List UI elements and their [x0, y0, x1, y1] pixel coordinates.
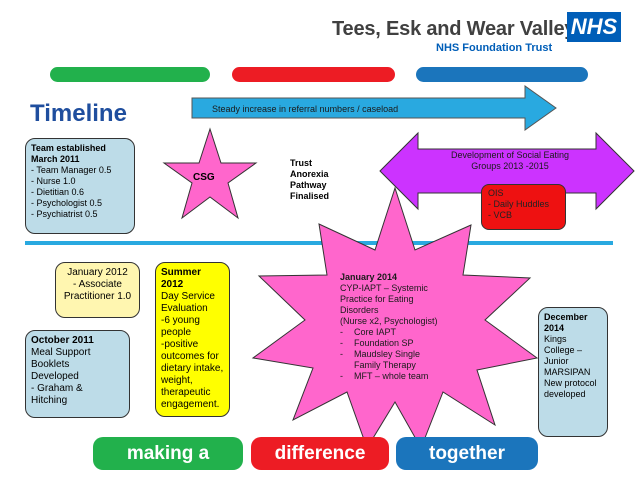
- trust-pathway-label: Trust Anorexia Pathway Finalised: [290, 158, 330, 201]
- jan-2014-item: -MFT – whole team: [340, 371, 429, 381]
- oct-2011-box: October 2011 Meal Support Booklets Devel…: [25, 330, 130, 418]
- trust-subtitle: NHS Foundation Trust: [436, 42, 553, 54]
- jan-2012-box: January 2012 - Associate Practitioner 1.…: [55, 262, 140, 318]
- page-title: Timeline: [30, 100, 127, 127]
- team-heading: Team established: [31, 143, 106, 153]
- ois-box: OIS - Daily Huddles - VCB: [481, 184, 566, 230]
- jan-2014-item: -Foundation SP: [340, 338, 414, 348]
- footer-pill-difference: difference: [251, 437, 389, 470]
- referral-arrow-label: Steady increase in referral numbers / ca…: [212, 104, 399, 114]
- team-item: - Psychiatrist 0.5: [31, 209, 98, 219]
- trust-name: Tees, Esk and Wear Valleys: [332, 18, 587, 40]
- social-eating-arrow: [379, 131, 635, 211]
- timeline-axis: [25, 241, 613, 245]
- jan-2014-starburst: [251, 186, 539, 450]
- team-item: - Psychologist 0.5: [31, 198, 103, 208]
- top-pill-green: [50, 67, 210, 82]
- social-eating-label: Development of Social Eating Groups 2013…: [450, 150, 570, 171]
- top-pill-blue: [416, 67, 588, 82]
- team-item: - Team Manager 0.5: [31, 165, 112, 175]
- referral-arrow: [191, 85, 557, 131]
- team-item: - Dietitian 0.6: [31, 187, 85, 197]
- team-established-box: Team established March 2011 - Team Manag…: [25, 138, 135, 234]
- team-item: - Nurse 1.0: [31, 176, 76, 186]
- nhs-logo: NHS: [567, 12, 621, 42]
- team-date: March 2011: [31, 154, 80, 164]
- jan-2014-item: -Core IAPT: [340, 327, 397, 337]
- jan-2014-item: -Maudsley Single Family Therapy: [340, 349, 421, 370]
- summer-2012-box: Summer 2012 Day Service Evaluation -6 yo…: [155, 262, 230, 417]
- top-pill-red: [232, 67, 395, 82]
- dec-2014-box: December 2014 Kings College – Junior MAR…: [538, 307, 608, 437]
- csg-star: [162, 127, 258, 220]
- footer-pill-making-a: making a: [93, 437, 243, 470]
- footer-pill-together: together: [396, 437, 538, 470]
- csg-label: CSG: [193, 172, 215, 183]
- jan-2014-text: January 2014 CYP-IAPT – Systemic Practic…: [340, 272, 490, 382]
